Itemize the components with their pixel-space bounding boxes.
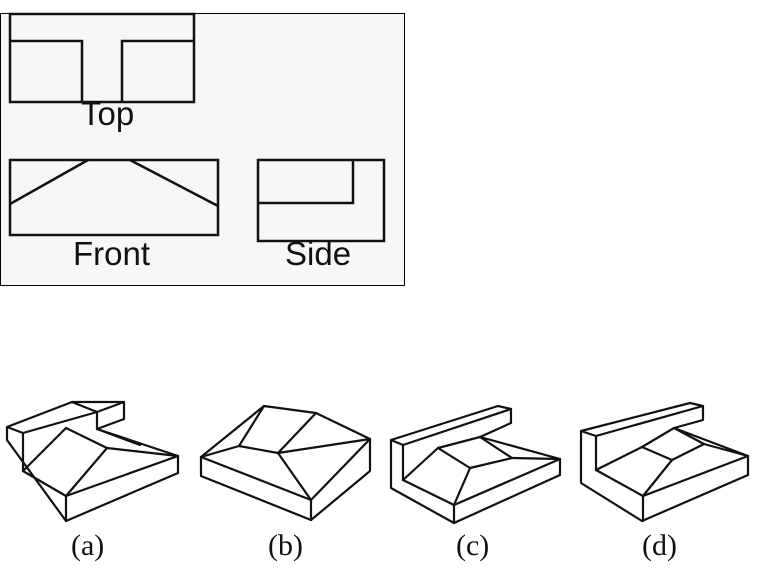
front-view-label: Front <box>73 235 151 272</box>
option-c-label: (c) <box>456 529 490 562</box>
side-view-drawing <box>256 158 386 243</box>
option-b-label: (b) <box>268 529 303 562</box>
option-d-drawing <box>579 401 750 523</box>
option-b-drawing <box>199 404 372 522</box>
front-view-drawing <box>8 158 220 237</box>
top-view-drawing <box>8 12 196 104</box>
option-d-label: (d) <box>642 529 677 562</box>
option-c-drawing <box>389 404 562 525</box>
top-view-label: Top <box>81 95 135 132</box>
option-a-drawing <box>5 400 180 523</box>
option-a-label: (a) <box>71 529 105 562</box>
side-view-label: Side <box>285 235 352 272</box>
